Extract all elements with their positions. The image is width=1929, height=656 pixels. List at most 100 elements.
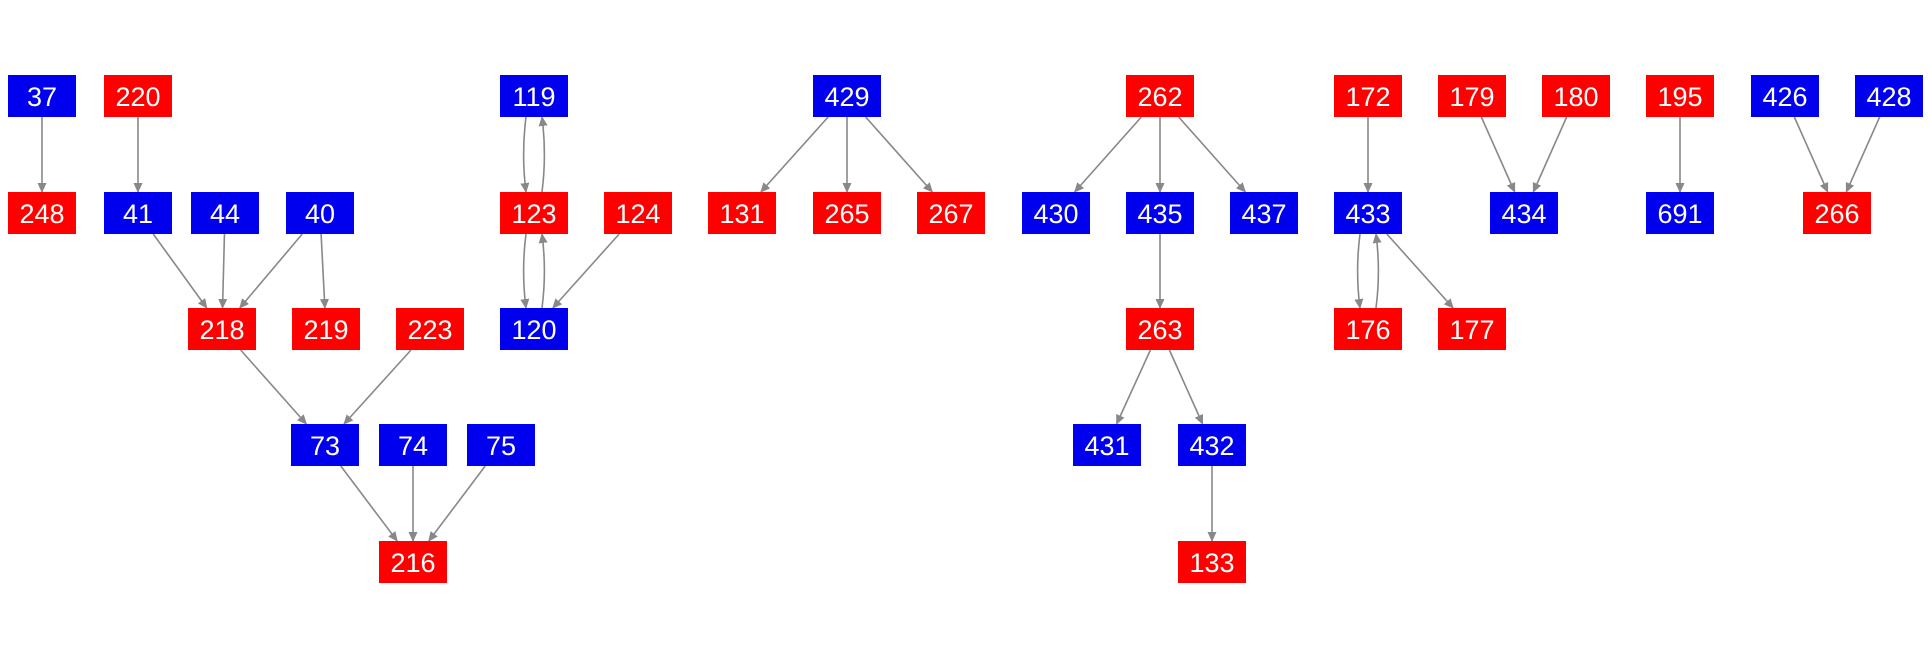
node-172: 172: [1334, 75, 1402, 117]
node-74-label: 74: [398, 431, 428, 461]
edge-123-to-120: [520, 233, 530, 309]
edge-41-to-218: [152, 233, 208, 309]
node-120-box: [500, 308, 568, 350]
node-177: 177: [1438, 308, 1506, 350]
edge-429-to-131: [760, 116, 829, 193]
node-216-box: [379, 541, 447, 583]
node-123-label: 123: [511, 199, 556, 229]
node-263-box: [1126, 308, 1194, 350]
edge-120-to-123: [538, 233, 548, 309]
node-265: 265: [813, 192, 881, 234]
edge-44-to-218: [218, 233, 228, 309]
node-133: 133: [1178, 541, 1246, 583]
node-124-box: [604, 192, 672, 234]
node-40: 40: [286, 192, 354, 234]
node-179-label: 179: [1449, 82, 1494, 112]
node-431-label: 431: [1084, 431, 1129, 461]
node-248: 248: [8, 192, 76, 234]
node-133-box: [1178, 541, 1246, 583]
node-220-label: 220: [115, 82, 160, 112]
node-179-box: [1438, 75, 1506, 117]
node-73: 73: [291, 424, 359, 466]
node-179: 179: [1438, 75, 1506, 117]
node-216-label: 216: [390, 548, 435, 578]
node-195: 195: [1646, 75, 1714, 117]
node-223: 223: [396, 308, 464, 350]
node-434-label: 434: [1501, 199, 1546, 229]
node-75: 75: [467, 424, 535, 466]
node-172-label: 172: [1345, 82, 1390, 112]
node-431: 431: [1073, 424, 1141, 466]
node-44-label: 44: [210, 199, 240, 229]
node-41-label: 41: [123, 199, 153, 229]
nodes-layer: 37 248 220 41 44 40 218 219 223 73 74 75 216 119 123 12…: [8, 75, 1923, 583]
node-266: 266: [1803, 192, 1871, 234]
node-430-box: [1022, 192, 1090, 234]
node-40-box: [286, 192, 354, 234]
node-435: 435: [1126, 192, 1194, 234]
node-120-label: 120: [511, 315, 556, 345]
node-131-box: [708, 192, 776, 234]
node-223-label: 223: [407, 315, 452, 345]
node-220-box: [104, 75, 172, 117]
node-195-label: 195: [1657, 82, 1702, 112]
node-432-box: [1178, 424, 1246, 466]
edge-262-to-430: [1074, 116, 1142, 193]
edge-180-to-434: [1532, 116, 1568, 193]
node-74: 74: [379, 424, 447, 466]
node-434: 434: [1490, 192, 1558, 234]
node-40-label: 40: [305, 199, 335, 229]
node-248-label: 248: [19, 199, 64, 229]
edge-176-to-433: [1372, 233, 1382, 309]
node-37-label: 37: [27, 82, 57, 112]
node-428-box: [1855, 75, 1923, 117]
node-435-box: [1126, 192, 1194, 234]
node-73-box: [291, 424, 359, 466]
node-437: 437: [1230, 192, 1298, 234]
node-430-label: 430: [1033, 199, 1078, 229]
node-119-label: 119: [512, 82, 555, 112]
edge-124-to-120: [552, 233, 620, 309]
node-265-label: 265: [824, 199, 869, 229]
node-75-box: [467, 424, 535, 466]
node-433-label: 433: [1345, 199, 1390, 229]
node-219-box: [292, 308, 360, 350]
node-433: 433: [1334, 192, 1402, 234]
node-263: 263: [1126, 308, 1194, 350]
node-120: 120: [500, 308, 568, 350]
node-176: 176: [1334, 308, 1402, 350]
node-123: 123: [500, 192, 568, 234]
node-219-label: 219: [303, 315, 348, 345]
edge-40-to-219: [319, 233, 329, 309]
node-195-box: [1646, 75, 1714, 117]
edge-428-to-266: [1845, 116, 1881, 193]
node-124-label: 124: [615, 199, 660, 229]
node-119: 119: [500, 75, 568, 117]
node-44: 44: [191, 192, 259, 234]
node-266-label: 266: [1814, 199, 1859, 229]
edge-426-to-266: [1793, 116, 1829, 193]
node-433-box: [1334, 192, 1402, 234]
node-431-box: [1073, 424, 1141, 466]
node-426-label: 426: [1762, 82, 1807, 112]
edge-73-to-216: [340, 465, 398, 542]
edge-123-to-119: [538, 116, 548, 193]
node-429-label: 429: [824, 82, 869, 112]
node-131-label: 131: [719, 199, 764, 229]
node-428-label: 428: [1866, 82, 1911, 112]
node-434-box: [1490, 192, 1558, 234]
edge-40-to-218: [239, 233, 303, 309]
edge-119-to-123: [520, 116, 530, 193]
node-176-box: [1334, 308, 1402, 350]
node-263-label: 263: [1137, 315, 1182, 345]
node-267-label: 267: [928, 199, 973, 229]
node-119-box: [500, 75, 568, 117]
node-218: 218: [188, 308, 256, 350]
node-691-label: 691: [1657, 199, 1702, 229]
node-177-box: [1438, 308, 1506, 350]
node-37-box: [8, 75, 76, 117]
node-432: 432: [1178, 424, 1246, 466]
node-437-box: [1230, 192, 1298, 234]
node-267: 267: [917, 192, 985, 234]
